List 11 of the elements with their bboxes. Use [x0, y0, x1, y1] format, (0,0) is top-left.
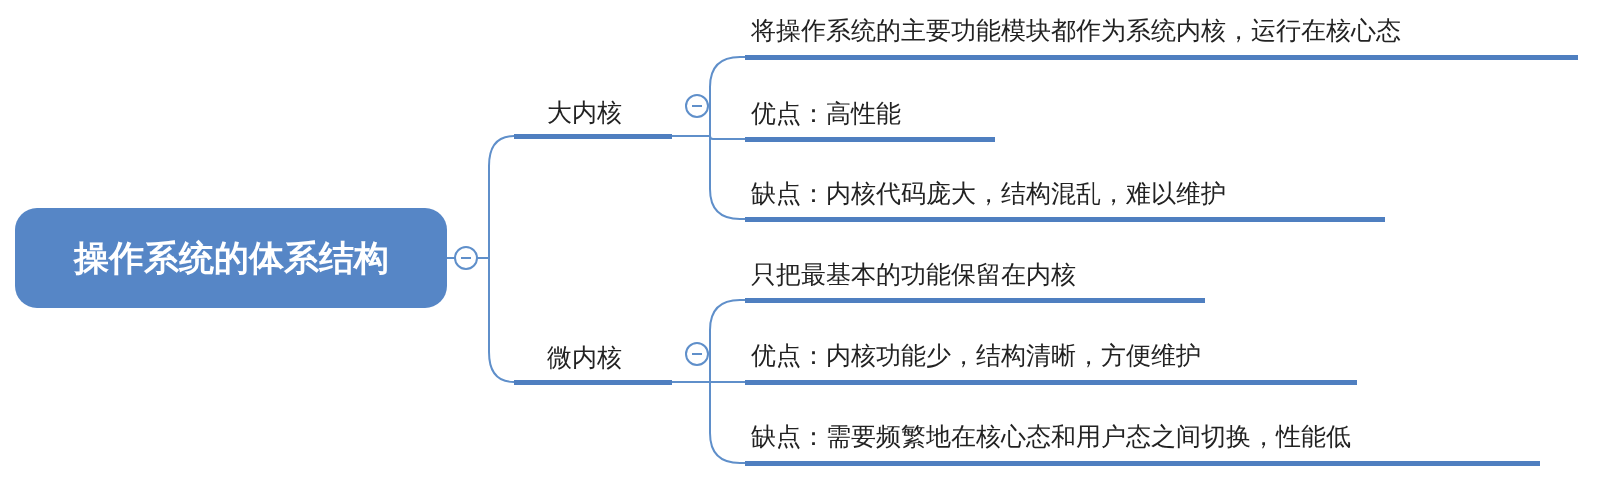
- topic-label: 优点：内核功能少，结构清晰，方便维护: [745, 331, 1357, 385]
- topic-label: 优点：高性能: [745, 90, 995, 142]
- root-topic-box: 操作系统的体系结构: [15, 208, 447, 308]
- topic-label: 微内核: [514, 334, 672, 385]
- topic-label: 大内核: [514, 90, 672, 139]
- branch-line: [671, 381, 746, 464]
- topic-label: 缺点：内核代码庞大，结构混乱，难以维护: [745, 170, 1385, 222]
- topic-label: 只把最基本的功能保留在内核: [745, 250, 1205, 303]
- topic-label: 将操作系统的主要功能模块都作为系统内核，运行在核心态: [745, 6, 1578, 60]
- topic-label: 缺点：需要频繁地在核心态和用户态之间切换，性能低: [745, 412, 1540, 466]
- branch-line: [671, 135, 746, 220]
